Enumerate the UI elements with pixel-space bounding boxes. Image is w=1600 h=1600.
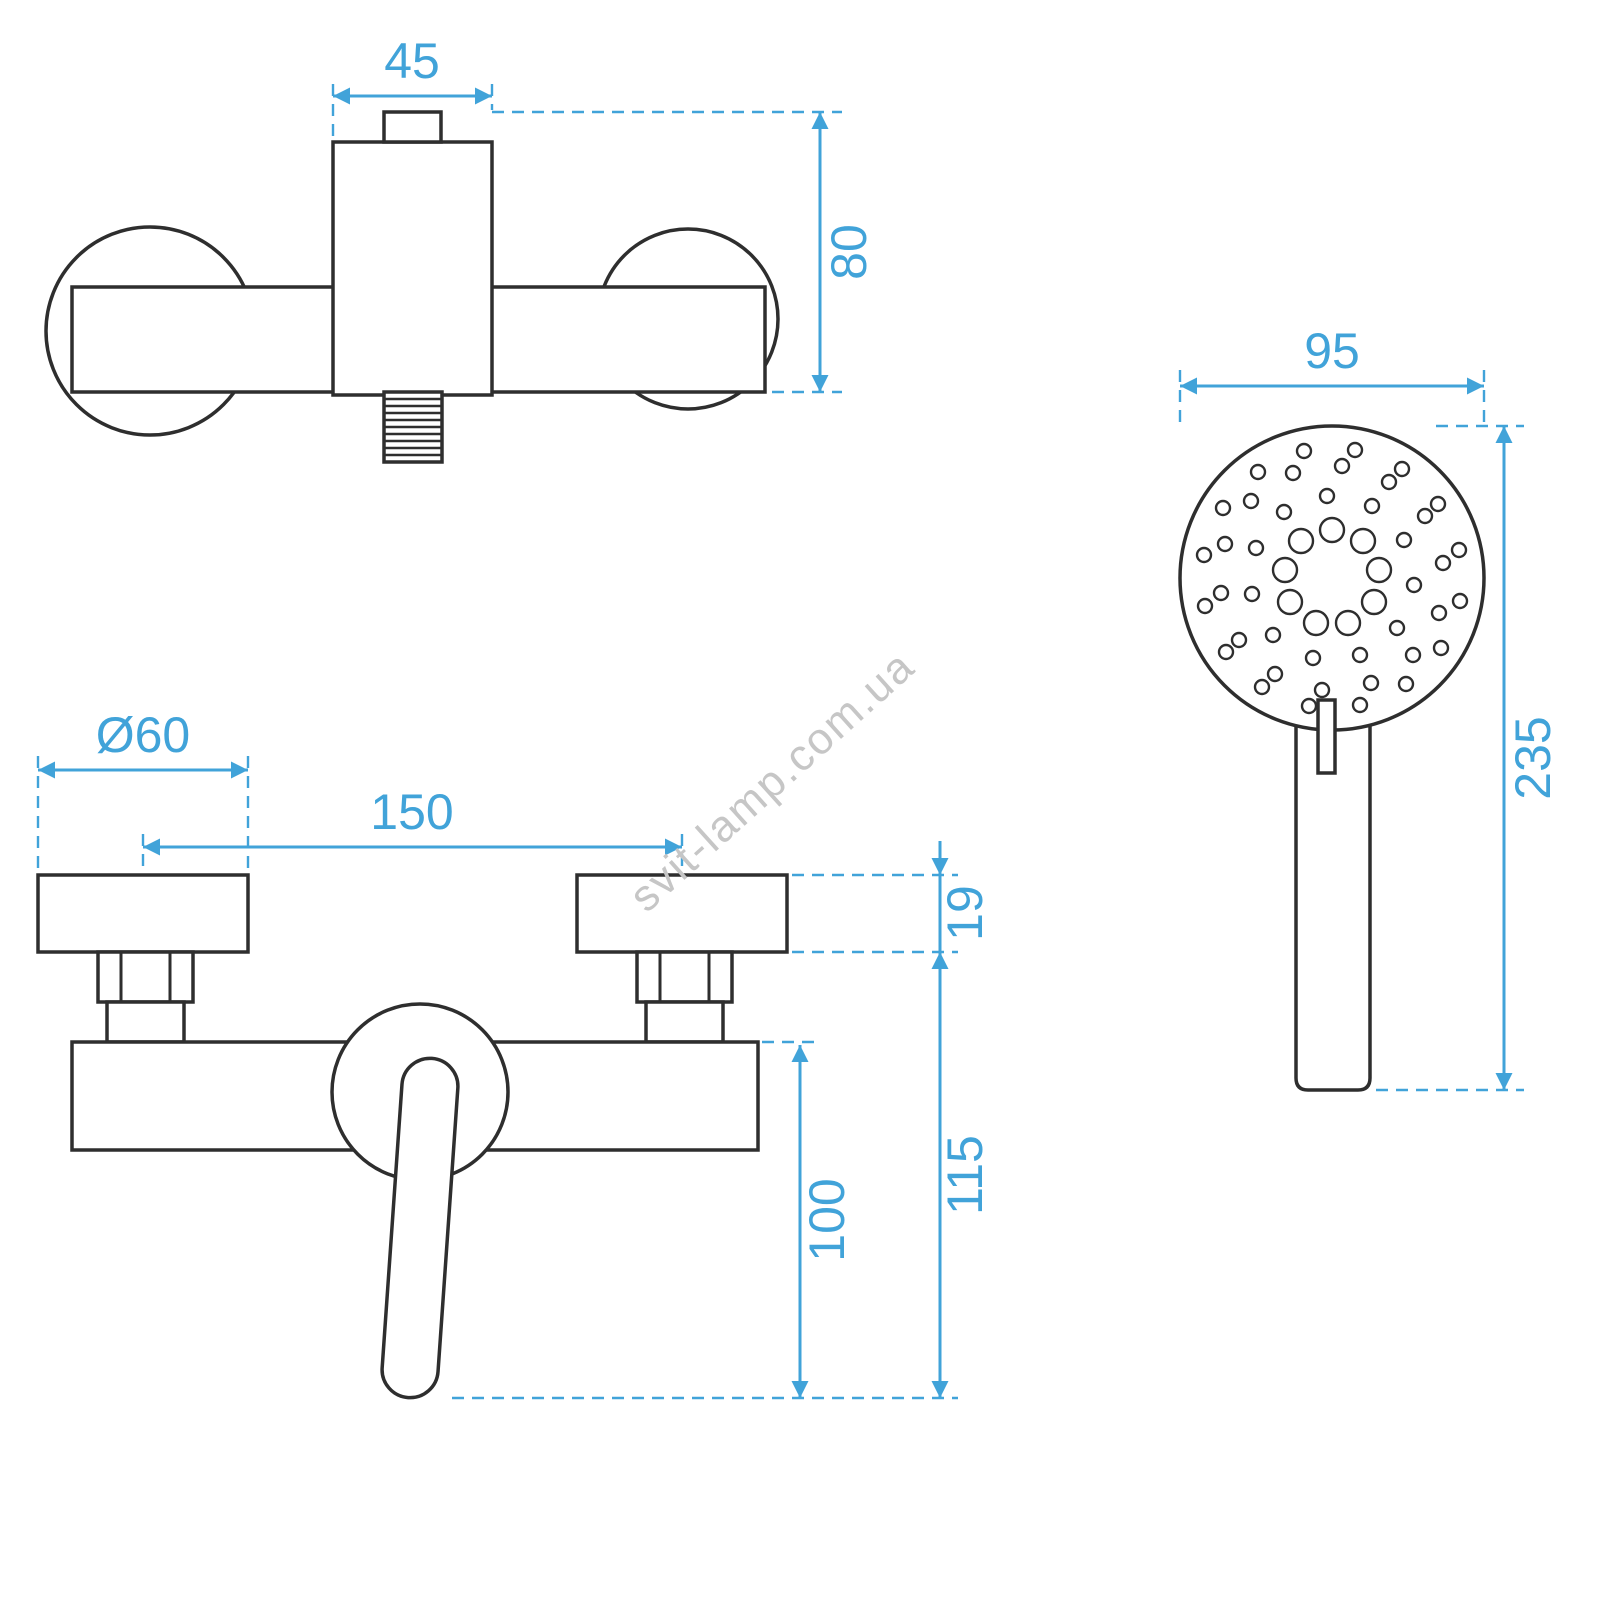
dim-45: 45	[331, 33, 494, 136]
mixer-side-view: Ø60 150 19 115	[36, 707, 993, 1400]
flange-right	[575, 873, 789, 954]
dim-115-label: 115	[937, 1135, 993, 1215]
shower-head	[1178, 424, 1486, 732]
dim-19-label: 19	[937, 885, 993, 941]
dim-95: 95	[1178, 323, 1486, 430]
dim-45-label: 45	[384, 33, 440, 89]
dim-60-label: Ø60	[96, 707, 191, 763]
dim-115: 115	[452, 952, 993, 1400]
dim-150: 150	[141, 784, 684, 873]
hand-shower-view: 95 235	[1178, 323, 1561, 1092]
dim-80-label: 80	[821, 224, 877, 280]
spray-nozzles	[1195, 441, 1469, 715]
connector-right	[644, 1000, 725, 1044]
dim-150-label: 150	[370, 784, 453, 840]
hex-nut-left	[96, 950, 195, 1004]
dim-80: 80	[492, 110, 877, 394]
shower-handle	[1294, 648, 1372, 1092]
dim-100-label: 100	[799, 1178, 855, 1261]
dim-95-label: 95	[1304, 323, 1360, 379]
dim-100: 100	[762, 1040, 855, 1398]
connector-left	[105, 1000, 186, 1044]
shower-outlet-top	[382, 110, 443, 144]
diverter-slot	[1316, 698, 1337, 775]
mixer-body-vertical	[331, 140, 494, 397]
mixer-front-view: 45 80	[44, 33, 877, 464]
dim-19: 19	[792, 841, 993, 954]
flange-left	[36, 873, 250, 954]
dim-60: Ø60	[36, 707, 250, 873]
lever-handle	[380, 1056, 460, 1400]
dim-235-label: 235	[1505, 716, 1561, 799]
hose-connector-threaded	[382, 390, 444, 464]
dim-235: 235	[1376, 424, 1561, 1092]
hex-nut-right	[635, 950, 734, 1004]
